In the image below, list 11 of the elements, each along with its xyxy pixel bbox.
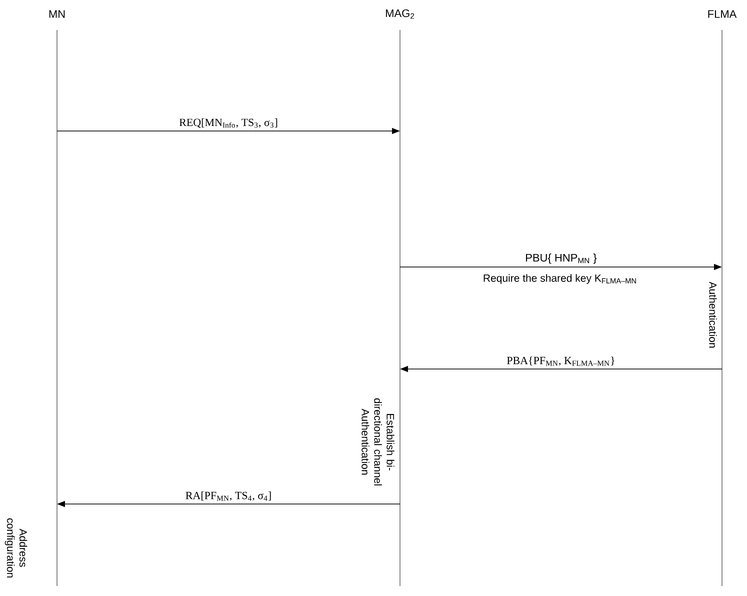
lifeline-header: MAG$_{2}$ — [386, 9, 414, 19]
note-text: Require the shared key K$_{FLMA–MN}$ — [484, 274, 636, 284]
process-label: Authentication — [709, 282, 717, 348]
message-label: PBA{PF$_{MN}$, K$_{FLMA–MN}$} — [506, 355, 616, 367]
lifeline-header: FLMA — [708, 10, 737, 18]
process-label: Address configuration — [4, 518, 28, 578]
lifeline-header: MN — [49, 10, 65, 18]
message-label: PBU{ HNP$_{MN}$ } — [524, 252, 598, 265]
message-label: RA[PF$_{MN}$, TS$_{4}$, σ$_{4}$] — [184, 490, 273, 502]
process-label: Establish bi-directional channel Authentication — [362, 398, 394, 486]
message-label: REQ[MN$_{Info}$, TS$_{3}$, σ$_{3}$] — [178, 117, 279, 129]
